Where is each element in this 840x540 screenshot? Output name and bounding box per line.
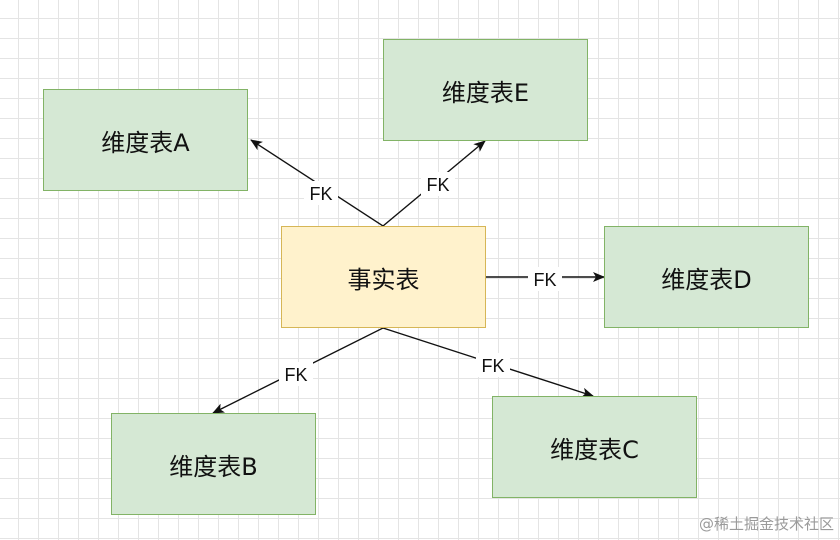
edge-label-bg — [476, 353, 510, 377]
edge-label-fk-d: FK — [533, 270, 556, 290]
edge-label-bg — [421, 172, 455, 196]
edge-label-fk-e: FK — [426, 175, 449, 195]
edge-label-fk-c: FK — [481, 356, 504, 376]
edge-label-bg — [304, 181, 338, 205]
dimension-table-b-label: 维度表B — [169, 452, 258, 481]
edge-label-bg — [528, 267, 562, 291]
dimension-table-b-node[interactable]: 维度表B — [111, 413, 316, 515]
dimension-table-a-label: 维度表A — [101, 128, 190, 157]
edge-label-fk-b: FK — [284, 365, 307, 385]
dimension-table-a-node[interactable]: 维度表A — [43, 89, 248, 191]
edge-label-bg — [279, 362, 313, 386]
edge-label-fk-a: FK — [309, 184, 332, 204]
dimension-table-c-node[interactable]: 维度表C — [492, 396, 697, 498]
fact-table-label: 事实表 — [347, 265, 420, 294]
dimension-table-e-node[interactable]: 维度表E — [383, 39, 588, 141]
watermark-text: @稀土掘金技术社区 — [698, 515, 834, 533]
dimension-table-d-node[interactable]: 维度表D — [604, 226, 809, 328]
dimension-table-d-label: 维度表D — [661, 265, 752, 294]
fact-table-node[interactable]: 事实表 — [281, 226, 486, 328]
dimension-table-e-label: 维度表E — [441, 78, 530, 107]
dimension-table-c-label: 维度表C — [550, 435, 639, 464]
